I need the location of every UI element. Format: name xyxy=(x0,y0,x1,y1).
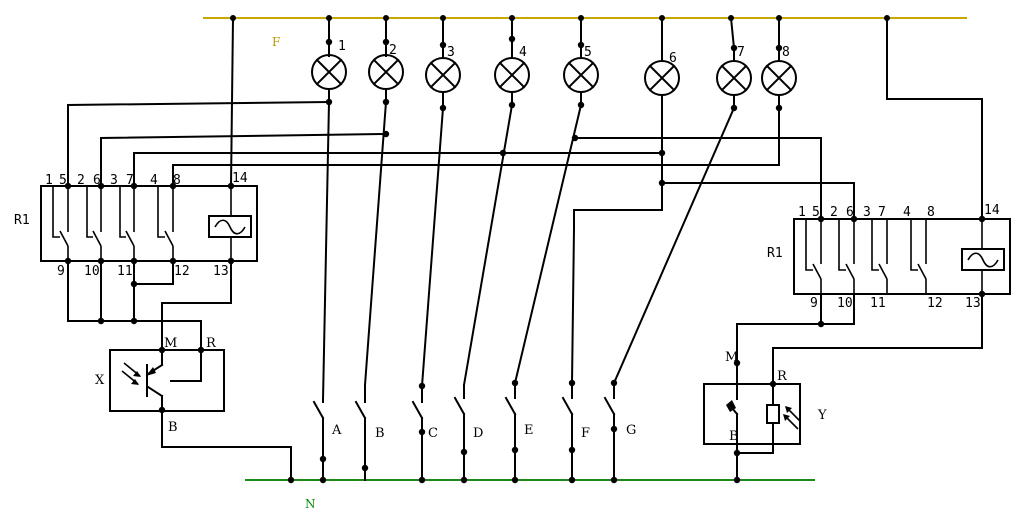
terminal-label: 2 xyxy=(830,205,838,220)
lamp-2: 2 xyxy=(368,17,404,106)
terminal-label: 7 xyxy=(126,173,134,188)
sensor-y: Y M R B xyxy=(703,350,827,484)
switch-e-label: E xyxy=(524,423,534,438)
switch-b-label: B xyxy=(375,426,385,441)
phase-rail-label: F xyxy=(272,35,280,49)
terminal-label: 13 xyxy=(965,296,981,311)
terminal-label: 9 xyxy=(57,264,65,279)
terminal-label: 9 xyxy=(810,296,818,311)
lamp-8-label: 8 xyxy=(782,45,790,60)
terminal-label: 7 xyxy=(878,205,886,220)
lamp-3: 3 xyxy=(425,17,461,112)
terminal-label: 8 xyxy=(173,173,181,188)
relay-r1-left: R1 xyxy=(14,171,258,279)
lamp-6-label: 6 xyxy=(669,51,677,66)
lamp-5: 5 xyxy=(563,17,599,109)
terminal-label: 1 xyxy=(798,205,806,220)
sensor-x-terminal-r: R xyxy=(206,336,217,351)
switch-a[interactable]: A xyxy=(312,399,342,484)
lamp-8: 8 xyxy=(761,17,797,112)
terminal-label: 14 xyxy=(984,203,1000,218)
terminal-label: 4 xyxy=(903,205,911,220)
relay-right-coil xyxy=(961,219,1005,294)
sensor-x-terminal-m: M xyxy=(164,336,177,351)
switch-d[interactable]: D xyxy=(453,384,483,484)
lamp-4: 4 xyxy=(494,17,530,109)
wires-right-relay-bottom xyxy=(736,293,983,385)
terminal-label: 10 xyxy=(84,264,100,279)
relay-right-contacts xyxy=(805,219,927,294)
wires-left-relay xyxy=(67,16,780,188)
lamp-1: 1 xyxy=(311,17,347,106)
sensor-x-label: X xyxy=(95,373,105,388)
lamp-6: 6 xyxy=(644,17,680,96)
sensor-y-terminal-b: B xyxy=(729,429,739,444)
switch-b[interactable]: B xyxy=(354,384,385,481)
terminal-label: 2 xyxy=(77,173,85,188)
terminal-label: 1 xyxy=(45,173,53,188)
terminal-label: 8 xyxy=(927,205,935,220)
lamp-1-label: 1 xyxy=(338,39,346,54)
lamp-3-label: 3 xyxy=(447,45,455,60)
terminal-label: 11 xyxy=(117,264,133,279)
terminal-label: 12 xyxy=(174,264,190,279)
switch-f[interactable]: F xyxy=(561,379,590,484)
lamp-7: 7 xyxy=(716,16,752,112)
sensor-x: X M R B xyxy=(95,336,295,484)
relay-left-contacts xyxy=(52,186,174,261)
sensor-y-label: Y xyxy=(817,408,827,423)
terminal-label: 4 xyxy=(150,173,158,188)
sensor-x-terminal-b: B xyxy=(168,420,178,435)
wires-left-relay-bottom xyxy=(67,260,232,351)
switch-d-label: D xyxy=(473,426,483,441)
relay-left-label: R1 xyxy=(14,213,30,228)
lamp-7-label: 7 xyxy=(737,45,745,60)
relay-r1-right: R1 1 5 2 6 xyxy=(767,203,1011,311)
switch-e[interactable]: E xyxy=(504,379,534,484)
terminal-label: 11 xyxy=(870,296,886,311)
lamp-5-label: 5 xyxy=(584,45,592,60)
lamp-4-label: 4 xyxy=(519,45,527,60)
sensor-y-terminal-r: R xyxy=(777,369,788,384)
terminal-label: 3 xyxy=(110,173,118,188)
neutral-rail-label: N xyxy=(305,497,316,511)
switch-a-label: A xyxy=(331,423,342,438)
terminal-label: 13 xyxy=(213,264,229,279)
relay-right-label: R1 xyxy=(767,246,783,261)
terminal-label: 6 xyxy=(93,173,101,188)
terminal-label: 6 xyxy=(846,205,854,220)
terminal-label: 5 xyxy=(59,173,67,188)
switch-g-label: G xyxy=(626,423,636,438)
terminal-label: 3 xyxy=(863,205,871,220)
lamp-2-label: 2 xyxy=(389,43,397,58)
wires-right-relay xyxy=(571,17,983,229)
terminal-label: 12 xyxy=(927,296,943,311)
sensor-y-terminal-m: M xyxy=(725,350,738,365)
terminal-label: 14 xyxy=(232,171,248,186)
switch-c[interactable]: C xyxy=(411,382,438,484)
terminal-label: 10 xyxy=(837,296,853,311)
switch-c-label: C xyxy=(428,426,438,441)
switch-f-label: F xyxy=(581,426,590,441)
terminal-label: 5 xyxy=(812,205,820,220)
wires-lamps-to-switches xyxy=(321,100,736,402)
switch-g[interactable]: G xyxy=(603,379,636,484)
relay-left-coil xyxy=(208,186,252,261)
